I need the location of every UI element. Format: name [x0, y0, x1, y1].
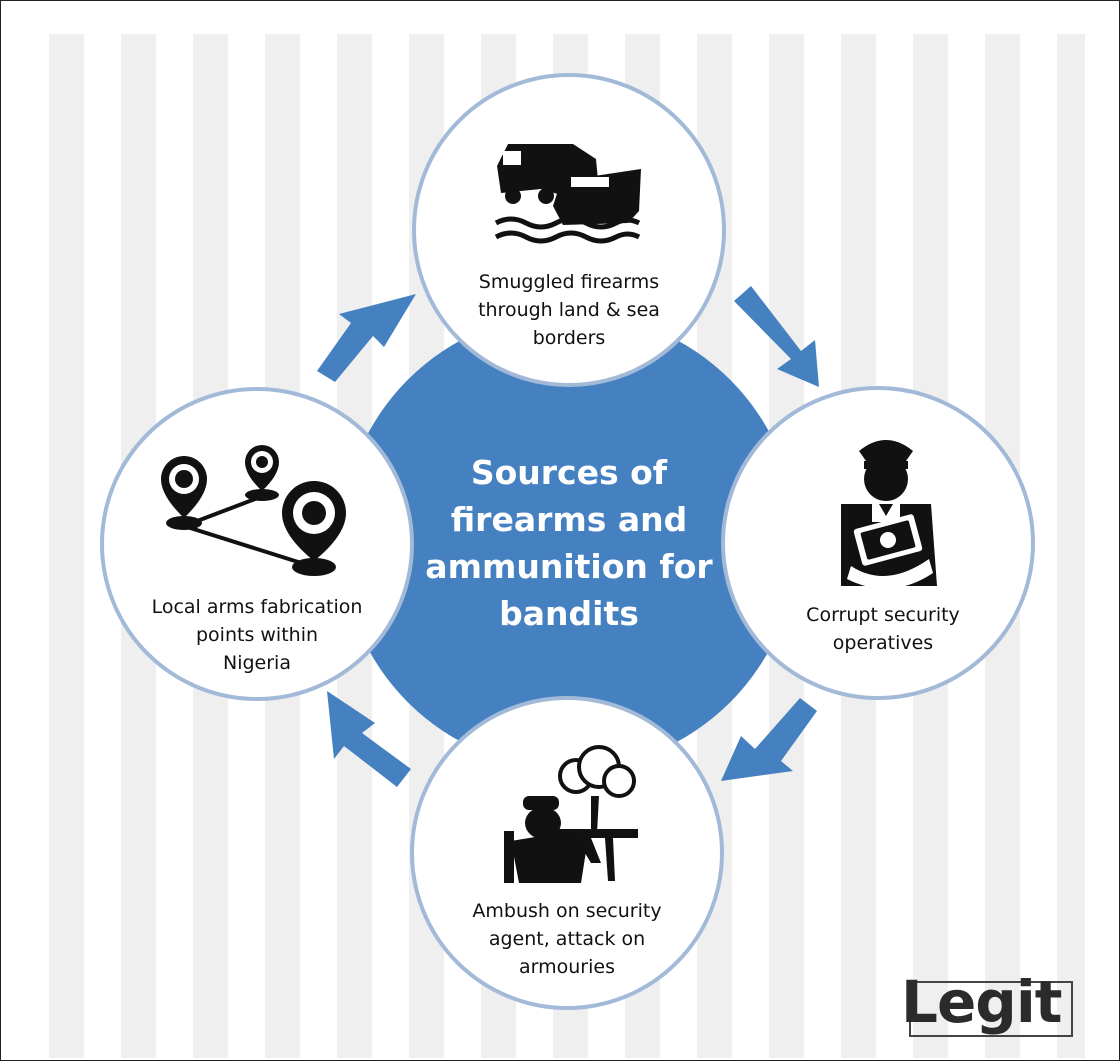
node-circle-smuggled [412, 73, 726, 387]
arrow-bottom-right [721, 698, 817, 781]
arrow-top-right [734, 286, 819, 387]
logo-frame [909, 981, 1073, 1037]
node-label-local: Local arms fabrication points within Nig… [151, 596, 363, 674]
arrow-bottom-left [327, 691, 411, 787]
logo-text: Legit [901, 968, 1062, 1036]
center-title: Sources of firearms and ammunition for b… [425, 453, 713, 633]
legit-logo: Legit [899, 968, 1075, 1039]
node-label-ambush: Ambush on security agent, attack on armo… [472, 900, 662, 978]
truck-ship-icon [494, 144, 641, 244]
center-circle [341, 313, 797, 769]
arrow-top-left [317, 294, 416, 382]
location-network-icon [161, 445, 346, 576]
node-label-corrupt: Corrupt security operatives [806, 604, 960, 654]
node-label-smuggled: Smuggled firearms through land & sea bor… [478, 271, 660, 349]
gunman-icon [504, 745, 638, 883]
security-officer-bribe-icon [841, 440, 937, 589]
